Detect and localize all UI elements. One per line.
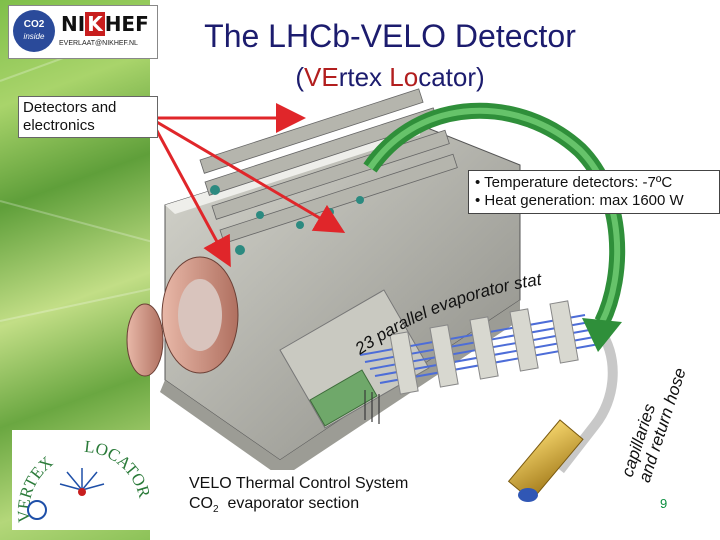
specs-box: • Temperature detectors: -7ºC • Heat gen… (468, 170, 720, 214)
temperature-spec: • Temperature detectors: -7ºC (475, 174, 673, 191)
green-arrow (363, 102, 626, 352)
caption-box: VELO Thermal Control System CO2 evaporat… (183, 470, 445, 524)
page-title: The LHCb-VELO Detector (204, 18, 576, 54)
detectors-label: Detectors and electronics (18, 96, 158, 138)
heat-spec: • Heat generation: max 1600 W (475, 192, 684, 209)
red-arrows (148, 103, 346, 268)
co2-text: CO2 (23, 19, 45, 30)
page-number: 9 (660, 496, 668, 511)
page-subtitle: (VErtex Locator) (295, 62, 485, 92)
inside-text: inside (23, 32, 45, 41)
contact-email: EVERLAAT@NIKHEF.NL (59, 40, 138, 47)
caption-line1: VELO Thermal Control System (189, 475, 409, 492)
co2-inside-logo: CO2 inside (13, 10, 55, 52)
velo-logo: VERTEX LOCATOR (12, 430, 152, 530)
evaporator-stations (359, 300, 606, 424)
caption-line2: CO2 evaporator section (189, 495, 360, 516)
vacuum-tank (126, 88, 521, 478)
